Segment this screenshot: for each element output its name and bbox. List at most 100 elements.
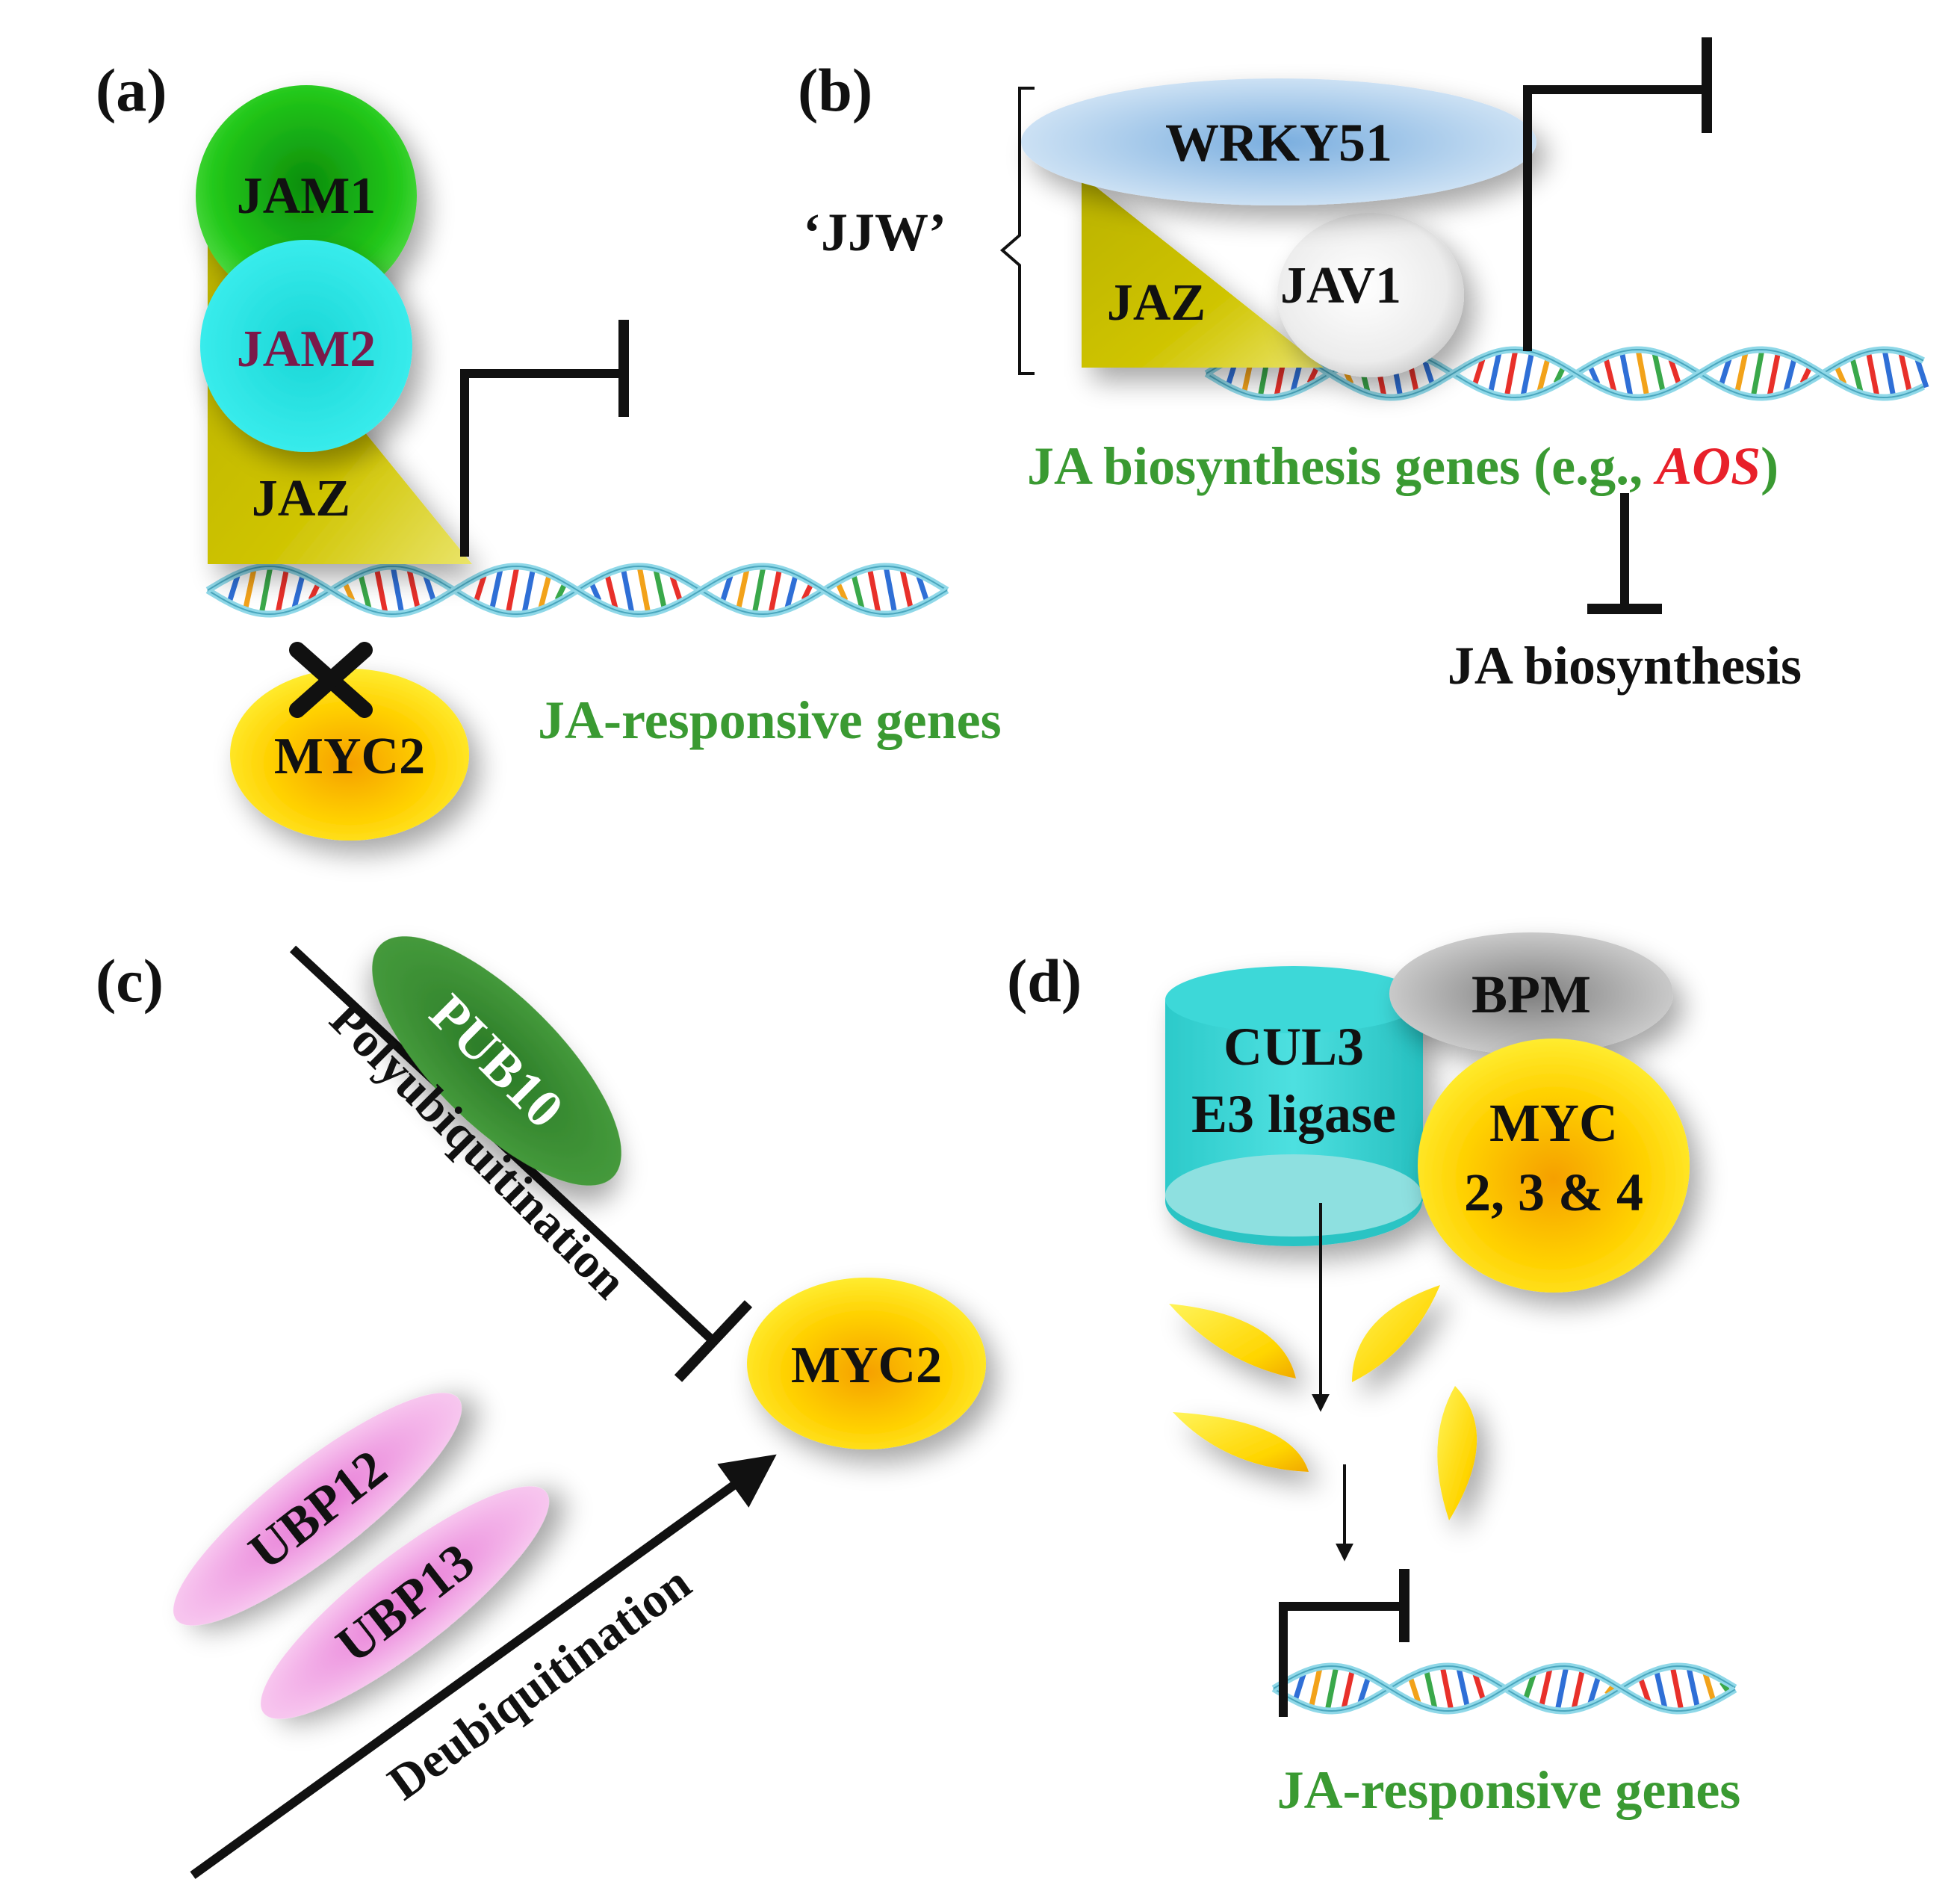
dna-rung bbox=[1554, 1665, 1569, 1712]
aos-gene-label: AOS bbox=[1653, 436, 1761, 496]
fragment-4 bbox=[1437, 1386, 1477, 1520]
ubp12-protein bbox=[173, 1393, 462, 1626]
genes-label-b: JA biosynthesis genes (e.g., AOS) bbox=[1027, 436, 1778, 496]
fragment-2 bbox=[1173, 1412, 1309, 1472]
dna-rung bbox=[1865, 350, 1880, 397]
degraded-myc-fragments bbox=[1169, 1285, 1477, 1520]
dna-rung bbox=[1652, 352, 1666, 395]
dna-strand-edge bbox=[1206, 348, 1924, 399]
dna-rung bbox=[1849, 354, 1864, 393]
dna-rung bbox=[291, 572, 306, 609]
dna-rung bbox=[1536, 355, 1551, 392]
dna-rung bbox=[1619, 350, 1634, 397]
panel-a: (a) JAZ JAM1 JAM2 MYC2 JA-responsive gen… bbox=[96, 56, 1002, 841]
cul3-label-2: E3 ligase bbox=[1191, 1084, 1396, 1144]
block-x-icon bbox=[289, 642, 373, 718]
dna-rung bbox=[1653, 1668, 1668, 1709]
dna-rung bbox=[390, 566, 405, 615]
pub10-protein bbox=[372, 936, 621, 1186]
jav1-protein bbox=[1277, 213, 1464, 377]
cul3-label-1: CUL3 bbox=[1224, 1017, 1364, 1077]
dna-helix-d bbox=[1271, 1662, 1737, 1715]
dna-rung bbox=[373, 566, 388, 614]
myc-protein-d bbox=[1418, 1039, 1690, 1293]
bpm-protein bbox=[1389, 932, 1673, 1055]
dna-rung bbox=[406, 569, 421, 612]
jaz-label-a: JAZ bbox=[252, 470, 350, 527]
dna-rung bbox=[850, 571, 865, 610]
dna-rung bbox=[1439, 1665, 1454, 1712]
dna-rung bbox=[866, 566, 881, 614]
dna-rung bbox=[1423, 1668, 1438, 1709]
jaz-label-b: JAZ bbox=[1107, 274, 1206, 332]
dna-rung bbox=[521, 567, 536, 613]
panel-c-label: (c) bbox=[96, 947, 164, 1015]
fragment-3 bbox=[1352, 1285, 1440, 1382]
dna-rung bbox=[784, 572, 799, 609]
dna-rung bbox=[735, 569, 750, 612]
dna-rung bbox=[258, 566, 273, 615]
dna-rung bbox=[620, 566, 635, 614]
genes-label-d: JA-responsive genes bbox=[1277, 1760, 1741, 1820]
panel-d: (d) CUL3 E3 ligase BPM MYC 2, 3 & 4 bbox=[1007, 932, 1740, 1820]
panel-a-label: (a) bbox=[96, 56, 167, 124]
dna-rung bbox=[489, 569, 503, 612]
dna-rung bbox=[275, 567, 290, 613]
bpm-label: BPM bbox=[1471, 965, 1591, 1024]
dna-rung bbox=[1734, 352, 1749, 395]
dna-rung bbox=[1635, 349, 1650, 398]
outcome-label-b: JA biosynthesis bbox=[1448, 636, 1802, 696]
dna-rung bbox=[1783, 355, 1798, 392]
dna-rung bbox=[1669, 1665, 1684, 1712]
dna-rung bbox=[636, 566, 651, 615]
dna-rung bbox=[1750, 349, 1765, 398]
jav1-label: JAV1 bbox=[1280, 257, 1401, 315]
ubp13-protein bbox=[261, 1486, 549, 1719]
panel-b: (b) ‘JJW’ JAV1 JAZ WRKY51 JA biosynthesi… bbox=[798, 37, 1929, 696]
genes-label-a: JA-responsive genes bbox=[538, 690, 1002, 750]
jaz-protein-b bbox=[1082, 176, 1324, 368]
dna-helix-b bbox=[1204, 346, 1929, 401]
dna-rung bbox=[1324, 1665, 1339, 1712]
jam1-label: JAM1 bbox=[237, 167, 376, 225]
wrky51-protein bbox=[1021, 78, 1536, 205]
deubiquitination-arrow bbox=[190, 1454, 777, 1879]
jam2-label: JAM2 bbox=[237, 321, 376, 378]
jam2-protein bbox=[200, 240, 412, 452]
dna-rung bbox=[1882, 349, 1897, 398]
dna-helix-a bbox=[205, 563, 949, 618]
wrky51-label: WRKY51 bbox=[1165, 113, 1392, 173]
myc2-label-a: MYC2 bbox=[274, 728, 425, 785]
myc2-label-c: MYC2 bbox=[791, 1337, 942, 1394]
dna-rung bbox=[1520, 350, 1535, 397]
panel-d-label: (d) bbox=[1007, 947, 1082, 1015]
dna-rung bbox=[899, 569, 914, 612]
dna-rung bbox=[883, 566, 898, 615]
dna-rung bbox=[768, 567, 783, 613]
complex-bracket bbox=[999, 87, 1035, 375]
cul3-e3-ligase bbox=[1165, 966, 1423, 1246]
dna-rung bbox=[653, 569, 668, 612]
dna-rung bbox=[1341, 1668, 1356, 1709]
dna-rung bbox=[1686, 1667, 1701, 1710]
complex-label: ‘JJW’ bbox=[803, 202, 946, 262]
myc2-protein-c bbox=[747, 1278, 986, 1449]
dna-strand-edge bbox=[1206, 348, 1924, 399]
dna-rung bbox=[1898, 352, 1913, 395]
jam1-protein bbox=[196, 85, 417, 306]
repression-line-b bbox=[1523, 85, 1707, 351]
polyubiquitination-bar bbox=[674, 1300, 753, 1382]
dna-rung bbox=[1602, 354, 1617, 393]
fragment-1 bbox=[1169, 1304, 1296, 1378]
dna-strand-edge bbox=[207, 565, 948, 616]
panel-c: (c) PUB10 Polyubiquitination UBP12 UBP13… bbox=[96, 936, 986, 1879]
dna-rung bbox=[751, 566, 766, 615]
dna-rung bbox=[604, 571, 618, 610]
myc-label-d-2: 2, 3 & 4 bbox=[1464, 1163, 1643, 1222]
myc-label-d-1: MYC bbox=[1489, 1093, 1618, 1153]
dna-rung bbox=[242, 569, 257, 612]
dna-rung bbox=[1767, 350, 1781, 397]
dna-rung bbox=[1571, 1667, 1586, 1710]
dna-rung bbox=[1914, 359, 1929, 389]
